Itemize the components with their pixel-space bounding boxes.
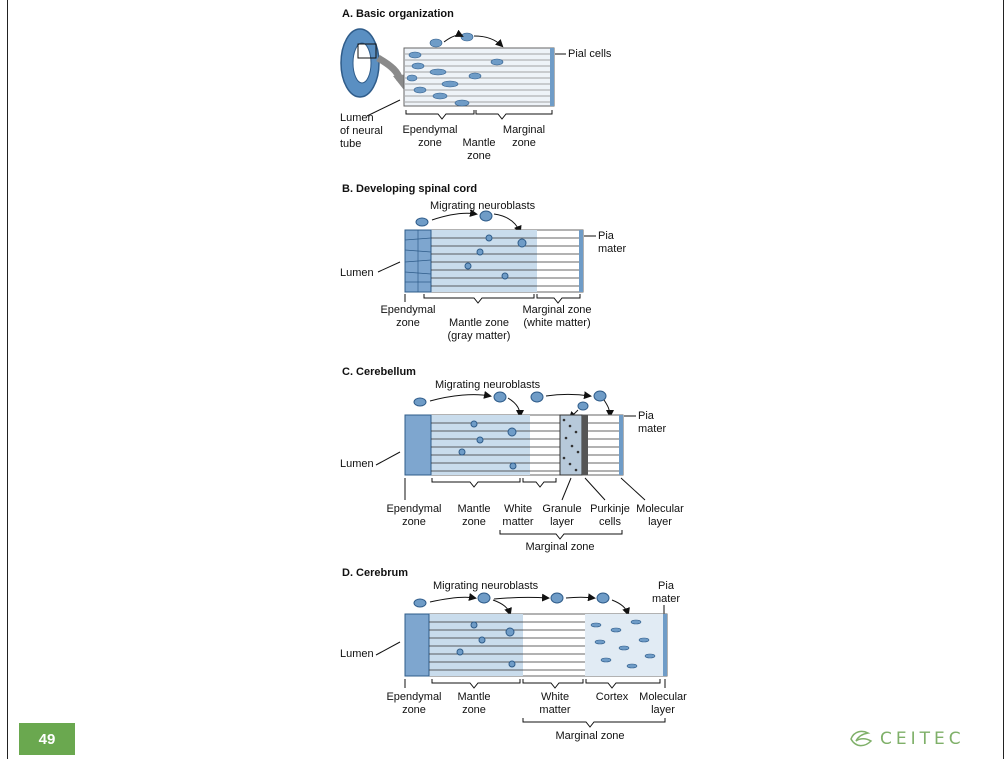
panel-c-neuroblasts	[413, 390, 607, 411]
panel-a-mantle-label-1: Mantle	[462, 137, 495, 149]
panel-a-lumen-label-2: of neural	[340, 125, 383, 137]
panel-c-marginal-zone-label: Marginal zone	[525, 541, 594, 553]
pial-cells-label: Pial cells	[568, 48, 612, 60]
panel-a: A. Basic organization Pial cells	[340, 8, 612, 162]
panel-d-white-label-2: matter	[539, 704, 571, 716]
panel-a-marginal-label-2: zone	[512, 137, 536, 149]
panel-a-ependymal-label-2: zone	[418, 137, 442, 149]
panel-a-pial-layer	[550, 48, 554, 106]
panel-c-pia-label-1: Pia	[638, 410, 655, 422]
panel-d-molecular-label-1: Molecular	[639, 691, 687, 703]
panel-c-purkinje-label-2: cells	[599, 516, 622, 528]
panel-d-lumen-label: Lumen	[340, 648, 374, 660]
slide-border-left	[7, 0, 8, 759]
panel-c-title: C. Cerebellum	[342, 366, 416, 378]
panel-b-marginal-label-2: (white matter)	[523, 317, 590, 329]
panel-b-pia-label-2: mater	[598, 243, 626, 255]
panel-c-purkinje-label-1: Purkinje	[590, 503, 630, 515]
panel-c-mantle-label-2: zone	[462, 516, 486, 528]
ceitec-logo: CEITEC	[848, 728, 996, 750]
panel-c-purkinje-layer	[582, 415, 588, 475]
panel-c-lumen-label: Lumen	[340, 458, 374, 470]
slide-border-right	[1003, 0, 1004, 759]
panel-c-ependymal-label-2: zone	[402, 516, 426, 528]
panel-c-pia-layer	[619, 415, 623, 475]
panel-a-title: A. Basic organization	[342, 8, 454, 20]
panel-c-migrating-label: Migrating neuroblasts	[435, 379, 541, 391]
panel-c-ependymal-label-1: Ependymal	[386, 503, 441, 515]
panel-d-ependymal-zone	[404, 613, 430, 677]
panel-d-cortical-neurons	[590, 619, 656, 669]
panel-c-granule-layer	[559, 414, 583, 476]
panel-d-pia-label-2: mater	[652, 593, 680, 605]
panel-a-marginal-label-1: Marginal	[503, 124, 545, 136]
panel-d-pia-layer	[663, 614, 667, 676]
panel-b: B. Developing spinal cord Migrating neur…	[340, 183, 626, 342]
panel-d: D. Cerebrum Migrating neuroblasts Pia ma…	[340, 567, 687, 742]
panel-a-mantle-label-2: zone	[467, 150, 491, 162]
panel-d-ependymal-label-2: zone	[402, 704, 426, 716]
panel-d-title: D. Cerebrum	[342, 567, 408, 579]
panel-b-pia-label-1: Pia	[598, 230, 615, 242]
panel-a-cells	[406, 32, 504, 107]
panel-b-ependymal-cells	[404, 230, 432, 292]
panel-d-fibers	[429, 621, 585, 671]
panel-b-mantle-label-2: (gray matter)	[448, 330, 511, 342]
panel-c-ependymal-zone	[404, 414, 432, 476]
panel-a-ependymal-label-1: Ependymal	[402, 124, 457, 136]
panel-b-marginal-label-1: Marginal zone	[522, 304, 591, 316]
panel-c-neurons	[458, 420, 517, 470]
panel-d-white-label-1: White	[541, 691, 569, 703]
panel-d-marginal-zone-label: Marginal zone	[555, 730, 624, 742]
panel-c-mantle-label-1: Mantle	[457, 503, 490, 515]
panel-c-molecular-label-2: layer	[648, 516, 672, 528]
panel-b-pia-layer	[579, 230, 583, 292]
panel-c-pia-label-2: mater	[638, 423, 666, 435]
panel-d-mantle-label-1: Mantle	[457, 691, 490, 703]
panel-c-granule-dots	[562, 418, 580, 472]
panel-a-lumen-label-3: tube	[340, 138, 361, 150]
panel-b-mantle-label-1: Mantle zone	[449, 317, 509, 329]
panel-d-neurons	[456, 621, 516, 668]
panel-b-ependymal-label-2: zone	[396, 317, 420, 329]
panel-c-granule-label-1: Granule	[542, 503, 581, 515]
panel-b-neuroblast	[415, 217, 429, 227]
panel-a-lumen-label-1: Lumen	[340, 112, 374, 124]
ceitec-logo-text: CEITEC	[880, 729, 965, 749]
page-number-badge: 49	[19, 723, 75, 755]
panel-b-neuroblast	[479, 210, 493, 222]
panel-d-mantle-label-2: zone	[462, 704, 486, 716]
panel-d-cortex-label: Cortex	[596, 691, 629, 703]
panel-c-granule-label-2: layer	[550, 516, 574, 528]
panel-c-molecular-label-1: Molecular	[636, 503, 684, 515]
panel-d-ependymal-label-1: Ependymal	[386, 691, 441, 703]
panel-c-fibers	[431, 422, 619, 472]
panel-b-migrating-label: Migrating neuroblasts	[430, 200, 536, 212]
panel-b-title: B. Developing spinal cord	[342, 183, 477, 195]
neural-tube-cross-section-icon	[340, 28, 408, 98]
panel-c: C. Cerebellum Migrating neuroblasts	[340, 366, 684, 553]
panel-b-fibers	[431, 237, 580, 287]
panel-b-ependymal-label-1: Ependymal	[380, 304, 435, 316]
panel-d-migrating-label: Migrating neuroblasts	[433, 580, 539, 592]
panel-b-lumen-label: Lumen	[340, 267, 374, 279]
ceitec-leaf-icon	[850, 730, 873, 747]
panel-c-white-label-1: White	[504, 503, 532, 515]
panel-d-neuroblasts	[413, 592, 610, 608]
panel-c-white-label-2: matter	[502, 516, 534, 528]
panel-b-neurons	[464, 234, 527, 280]
panel-d-molecular-label-2: layer	[651, 704, 675, 716]
panel-d-pia-label-1: Pia	[658, 580, 675, 592]
